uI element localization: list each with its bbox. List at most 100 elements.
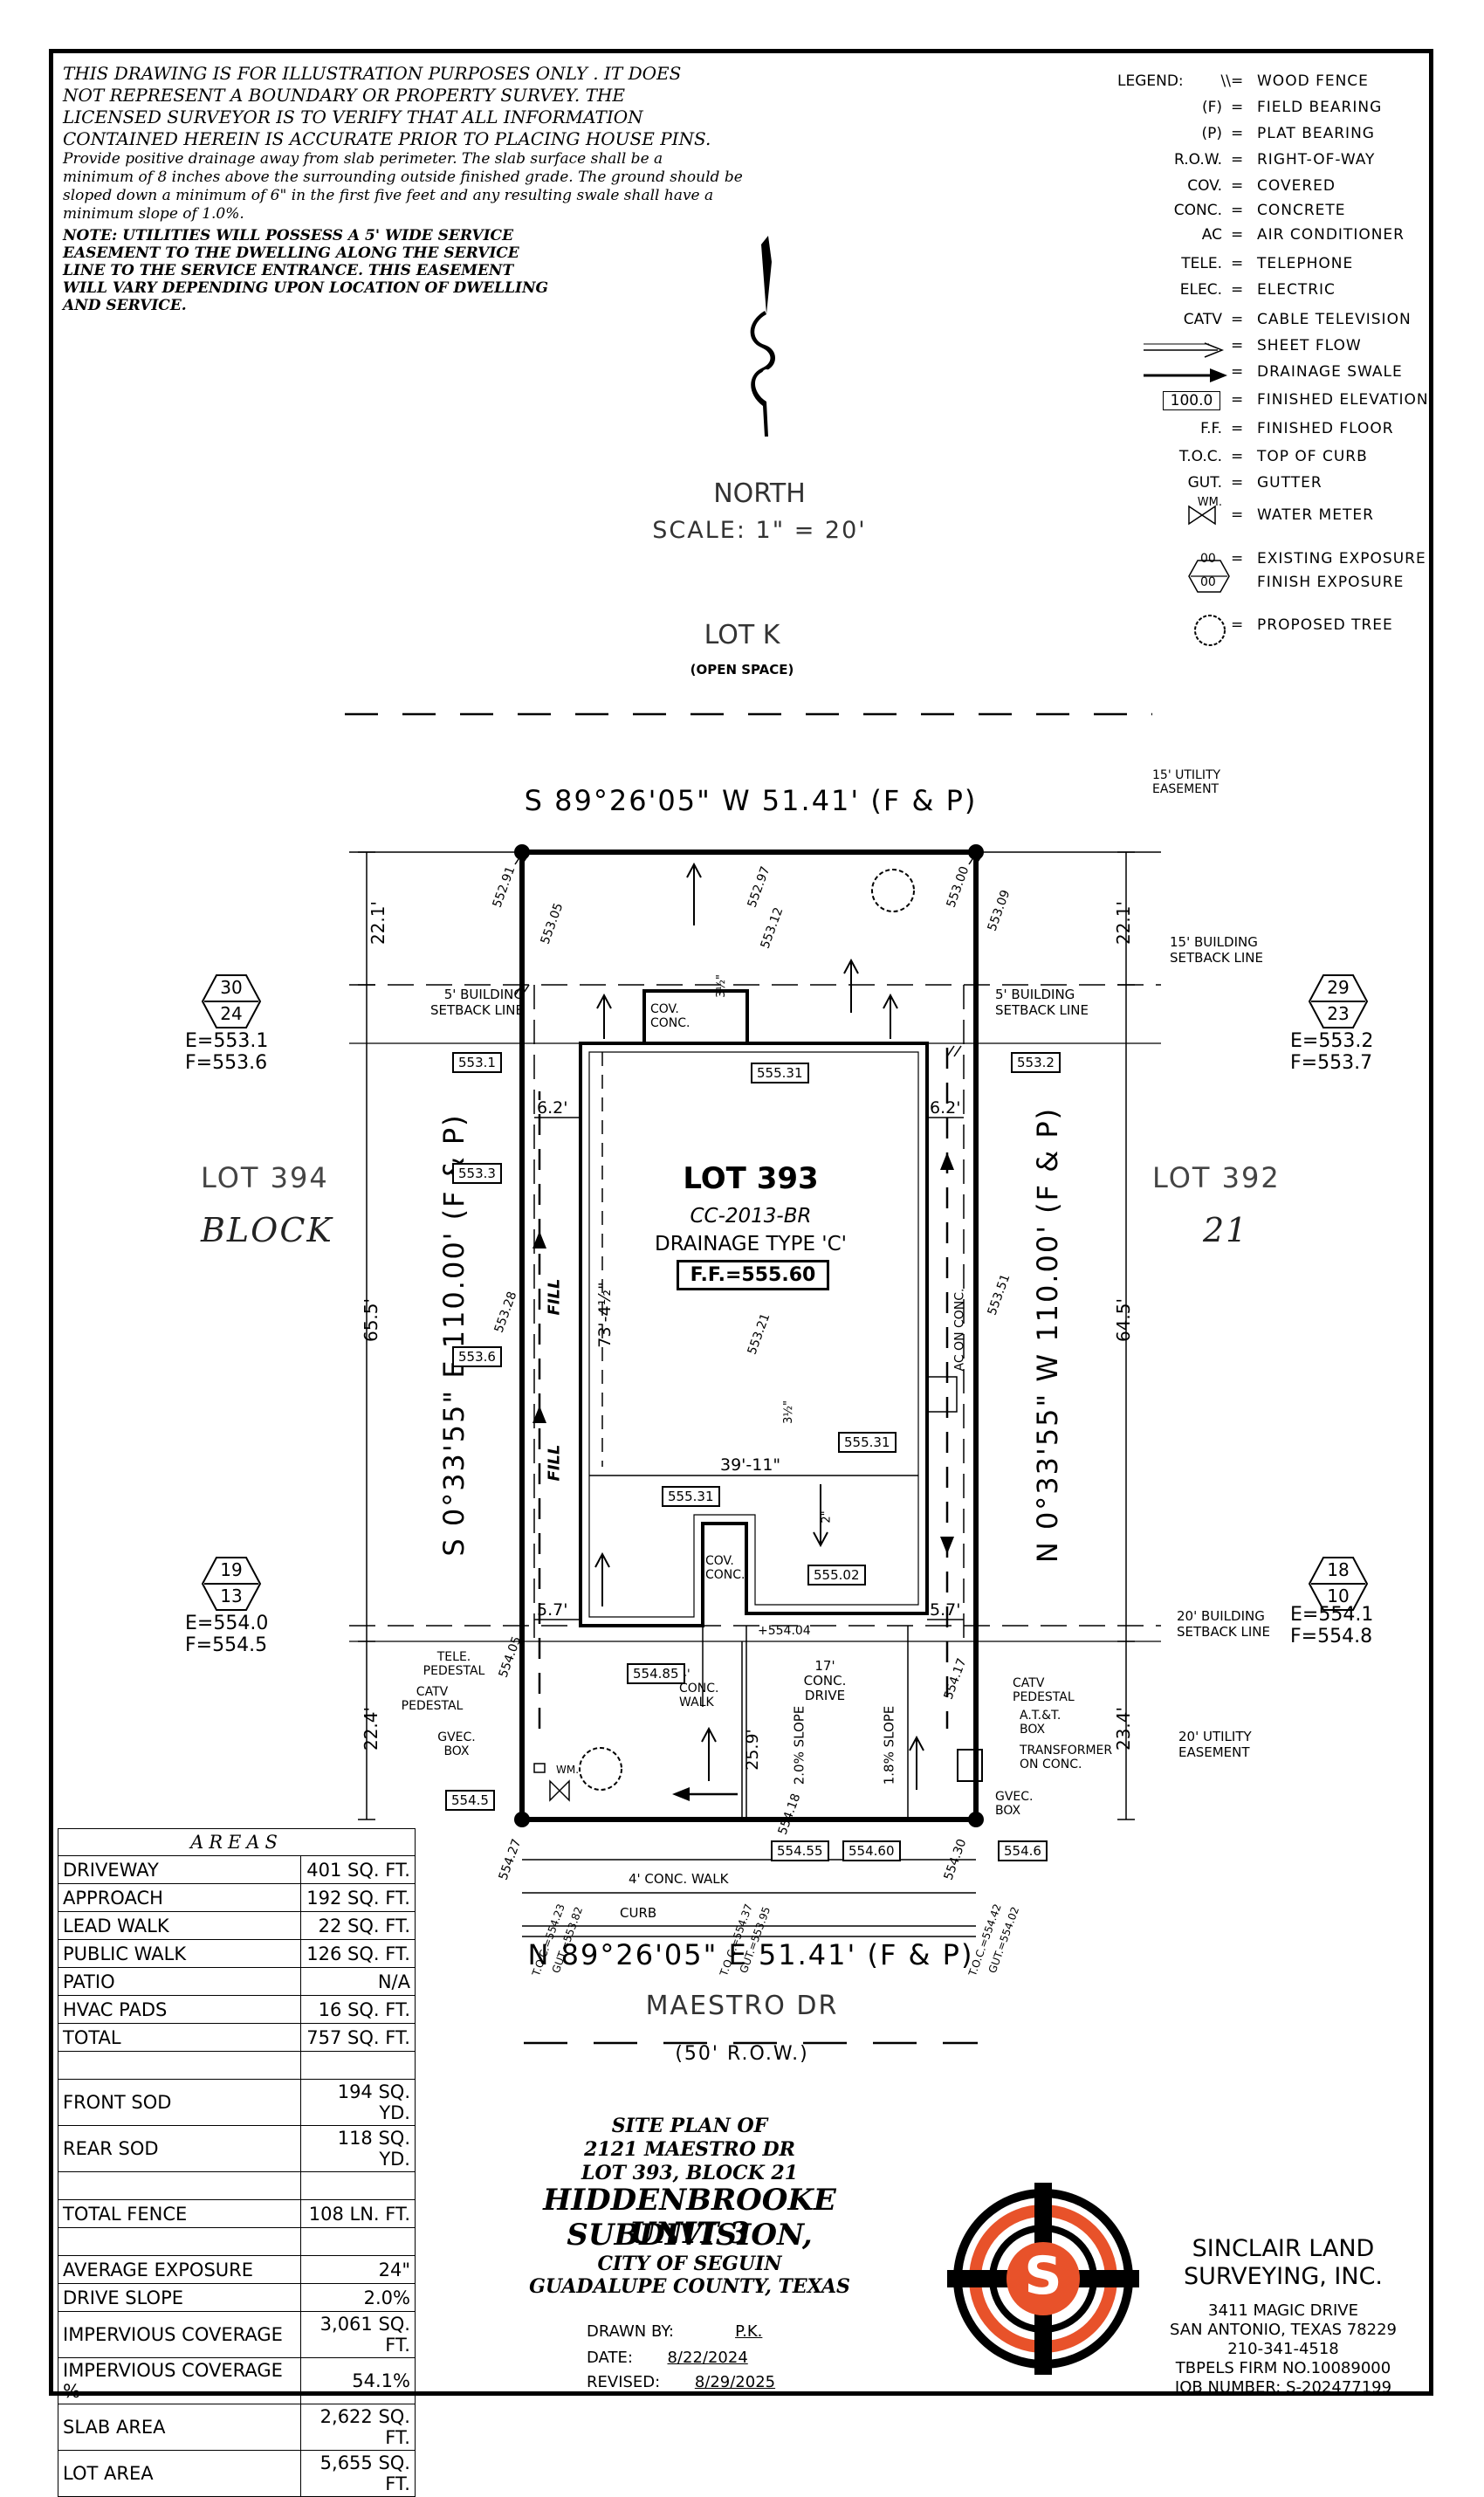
elevation-box: 554.85 — [627, 1663, 685, 1684]
area-label: LEAD WALK — [58, 1911, 301, 1940]
covered-concrete-label: COV. CONC. — [705, 1554, 745, 1582]
table-row — [58, 2051, 416, 2080]
utility-note-line: EASEMENT TO THE DWELLING ALONG THE SERVI… — [63, 244, 519, 262]
lead-walk-label: 4' CONC. WALK — [679, 1668, 719, 1709]
tree-icon — [579, 1747, 622, 1791]
exposure-existing: 19 — [220, 1559, 243, 1580]
subdivision-title: HIDDENBROOKE SUBDIVISION, — [543, 2183, 836, 2253]
legend-title: LEGEND: — [1117, 72, 1184, 90]
legend-eq: = — [1231, 391, 1244, 409]
lot-boundary — [519, 850, 979, 1822]
driveway-label: 17' CONC. DRIVE — [803, 1658, 847, 1703]
exposure-elevation: E=553.2 — [1290, 1030, 1374, 1052]
legend-label: TOP OF CURB — [1257, 448, 1368, 465]
elevation-box: 553.6 — [452, 1346, 502, 1367]
firm-license: TBPELS FIRM NO.10089000 — [1175, 2359, 1391, 2377]
area-label: PATIO — [58, 1967, 301, 1996]
exposure-floor: F=554.8 — [1290, 1626, 1373, 1647]
revised-value: 8/29/2025 — [694, 2373, 776, 2391]
drainage-swale-arrows — [532, 1048, 954, 1801]
exposure-elevation: E=554.0 — [185, 1613, 269, 1634]
north-bearing-label: S 89°26'05" W 51.41' (F & P) — [524, 784, 978, 817]
fall-label: 3½" — [714, 974, 728, 998]
elevation-box: 555.31 — [662, 1486, 720, 1507]
legend-eq: = — [1231, 255, 1244, 272]
area-value: 16 SQ. FT. — [300, 1995, 416, 2024]
legend-eq: = — [1231, 363, 1244, 381]
disclaimer-line: NOT REPRESENT A BOUNDARY OR PROPERTY SUR… — [63, 85, 626, 106]
exposure-symbol-top: 00 — [1200, 552, 1216, 566]
legend-label: EXISTING EXPOSURE — [1257, 550, 1426, 568]
firm-address: SAN ANTONIO, TEXAS 78229 — [1169, 2321, 1397, 2339]
north-label: NORTH — [713, 478, 806, 509]
dimension-label: 5.7' — [930, 1600, 961, 1620]
title-line: CITY OF SEGUIN — [597, 2253, 782, 2275]
date-label: DATE: — [587, 2349, 633, 2367]
dimension-label: 39'-11" — [720, 1455, 781, 1475]
sheet-flow-arrows — [594, 862, 924, 1790]
setback-label: 20' BUILDING SETBACK LINE — [1177, 1608, 1271, 1640]
property-pin — [968, 1812, 984, 1827]
wood-fence-symbol: \\ — [1220, 72, 1231, 90]
area-value: 54.1% — [300, 2357, 416, 2404]
legend-label: PLAT BEARING — [1257, 125, 1375, 142]
area-value: 126 SQ. FT. — [300, 1939, 416, 1968]
legend-label: CABLE TELEVISION — [1257, 311, 1412, 328]
drainage-line: minimum of 8 inches above the surroundin… — [63, 169, 743, 186]
dimension-label: 25.9' — [742, 1729, 762, 1771]
ac-pad — [926, 1376, 958, 1413]
legend-symbols — [1144, 342, 1230, 646]
area-value: 2,622 SQ. FT. — [300, 2404, 416, 2451]
drainage-swale-icon — [1144, 368, 1227, 382]
legend-label: ELECTRIC — [1257, 281, 1336, 299]
area-value: 194 SQ. YD. — [300, 2079, 416, 2126]
catv-pedestal-label: CATV PEDESTAL — [1013, 1676, 1075, 1704]
dimension-lines — [358, 851, 1135, 1820]
water-meter-label: WM. — [556, 1764, 580, 1776]
legend-label: PROPOSED TREE — [1257, 616, 1393, 634]
transformer-label: TRANSFORMER ON CONC. — [1020, 1744, 1113, 1771]
legend-label: FINISHED FLOOR — [1257, 420, 1394, 437]
utility-note: NOTE: UTILITIES WILL POSSESS A 5' WIDE S… — [63, 227, 744, 314]
water-meter-icon — [549, 1779, 570, 1802]
legend-label: FIELD BEARING — [1257, 99, 1383, 116]
plan-code: CC-2013-BR — [690, 1205, 812, 1228]
setback-label: 15' BUILDING SETBACK LINE — [1170, 934, 1264, 966]
legend-symbol: TELE. — [1181, 255, 1222, 272]
legend-symbol: T.O.C. — [1178, 448, 1222, 465]
elevation-box: 555.02 — [807, 1565, 866, 1586]
legend-symbol: AC — [1201, 226, 1222, 244]
property-pin — [968, 844, 984, 860]
covered-patio — [642, 989, 749, 1045]
area-label: LOT AREA — [58, 2450, 301, 2497]
firm-phone: 210-341-4518 — [1227, 2340, 1339, 2358]
legend-symbol: F.F. — [1200, 420, 1222, 437]
dimension-label: 23.4' — [1113, 1706, 1135, 1751]
legend-eq: = — [1231, 226, 1244, 244]
exposure-symbol-bottom: 00 — [1200, 575, 1216, 589]
drainage-line: sloped down a minimum of 6" in the first… — [63, 187, 714, 204]
setback-label: 5' BUILDING SETBACK LINE — [995, 987, 1089, 1018]
area-label: IMPERVIOUS COVERAGE % — [58, 2357, 301, 2404]
slope-label: 2.0% SLOPE — [791, 1705, 807, 1785]
dimension-label: 65.5' — [361, 1297, 382, 1343]
area-label: TOTAL FENCE — [58, 2199, 301, 2228]
legend-label: DRAINAGE SWALE — [1257, 363, 1403, 381]
south-bearing-label: N 89°26'05" E 51.41' (F & P) — [527, 1938, 974, 1971]
area-label: APPROACH — [58, 1883, 301, 1912]
exposure-floor: F=554.5 — [185, 1634, 268, 1656]
legend-label: SHEET FLOW — [1257, 337, 1362, 354]
exposure-finish: 10 — [1327, 1586, 1350, 1606]
exposure-existing: 18 — [1327, 1559, 1350, 1580]
area-label: IMPERVIOUS COVERAGE — [58, 2311, 301, 2358]
house-footprint — [579, 1042, 929, 1627]
date-value: 8/22/2024 — [667, 2349, 748, 2367]
area-value: 757 SQ. FT. — [300, 2023, 416, 2052]
open-space-label: (OPEN SPACE) — [690, 662, 794, 678]
revised-label: REVISED: — [587, 2373, 661, 2391]
area-label — [58, 2171, 301, 2200]
